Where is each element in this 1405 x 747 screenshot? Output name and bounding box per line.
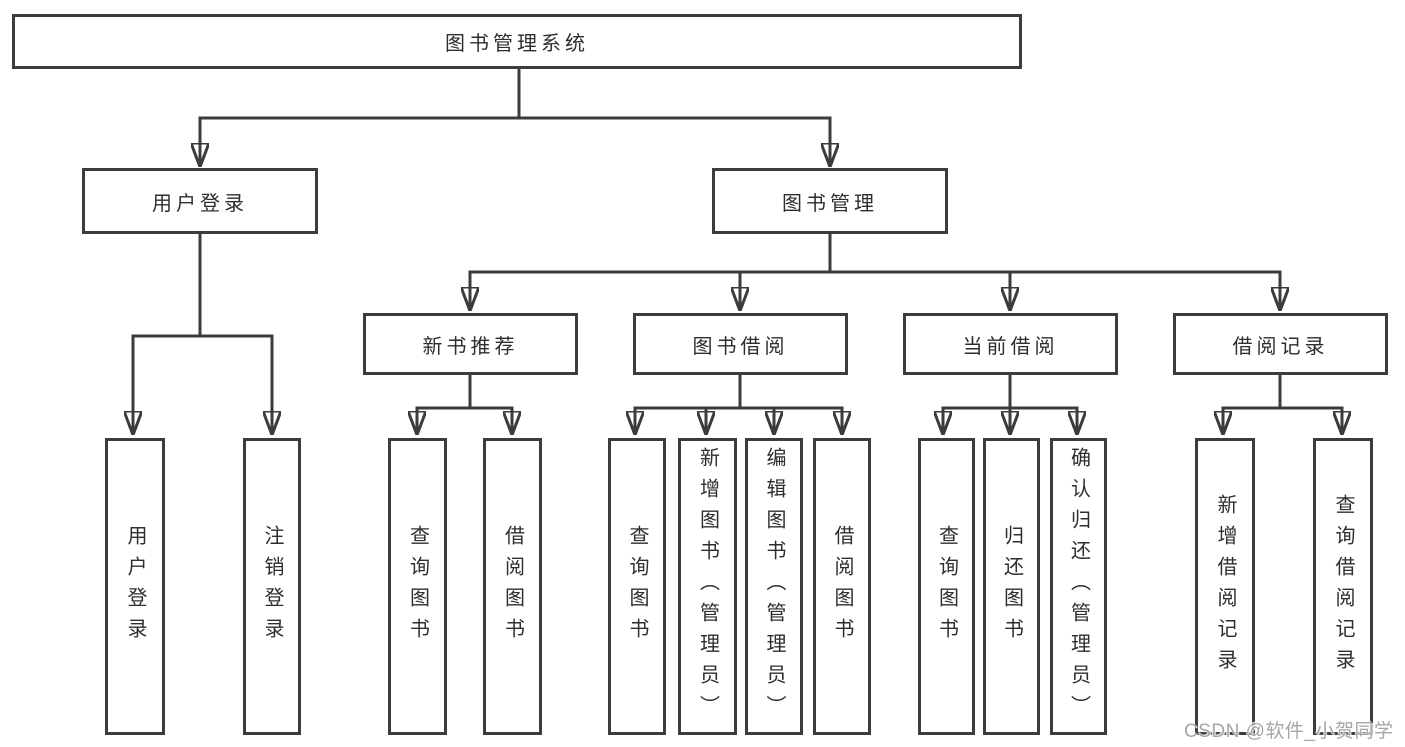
node-user-login: 用户登录 (82, 168, 318, 234)
watermark-text: CSDN @软件_小贺同学 (1184, 721, 1394, 742)
leaf-borrow-books-recommend: 借阅图书 (483, 438, 542, 735)
node-new-book-recommendation: 新书推荐 (363, 313, 578, 375)
connector-root (199, 69, 832, 166)
leaf-query-borrow-record: 查询借阅记录 (1313, 438, 1373, 735)
leaf-borrow-books-borrowing: 借阅图书 (813, 438, 871, 735)
connector-borrowing-records (1222, 375, 1344, 434)
leaf-edit-book-admin: 编辑图书（管理员） (745, 438, 803, 735)
leaf-confirm-return-admin: 确认归还（管理员） (1050, 438, 1107, 735)
leaf-query-books-current: 查询图书 (918, 438, 975, 735)
node-book-management: 图书管理 (712, 168, 948, 234)
leaf-return-book: 归还图书 (983, 438, 1040, 735)
leaf-logout: 注销登录 (243, 438, 301, 735)
leaf-add-borrow-record: 新增借阅记录 (1195, 438, 1255, 735)
connector-book-mgmt (469, 234, 1282, 310)
connector-book-borrowing (634, 375, 844, 434)
leaf-query-books-recommend: 查询图书 (388, 438, 447, 735)
leaf-user-login: 用户登录 (105, 438, 165, 735)
node-current-borrowing: 当前借阅 (903, 313, 1118, 375)
leaf-add-book-admin: 新增图书（管理员） (678, 438, 737, 735)
connector-current-borrowing (942, 375, 1079, 434)
node-root: 图书管理系统 (12, 14, 1022, 69)
connector-new-book-recommendation (416, 375, 514, 434)
leaf-query-books-borrowing: 查询图书 (608, 438, 666, 735)
node-borrowing-records: 借阅记录 (1173, 313, 1388, 375)
node-book-borrowing: 图书借阅 (633, 313, 848, 375)
connector-user-login (132, 234, 274, 434)
